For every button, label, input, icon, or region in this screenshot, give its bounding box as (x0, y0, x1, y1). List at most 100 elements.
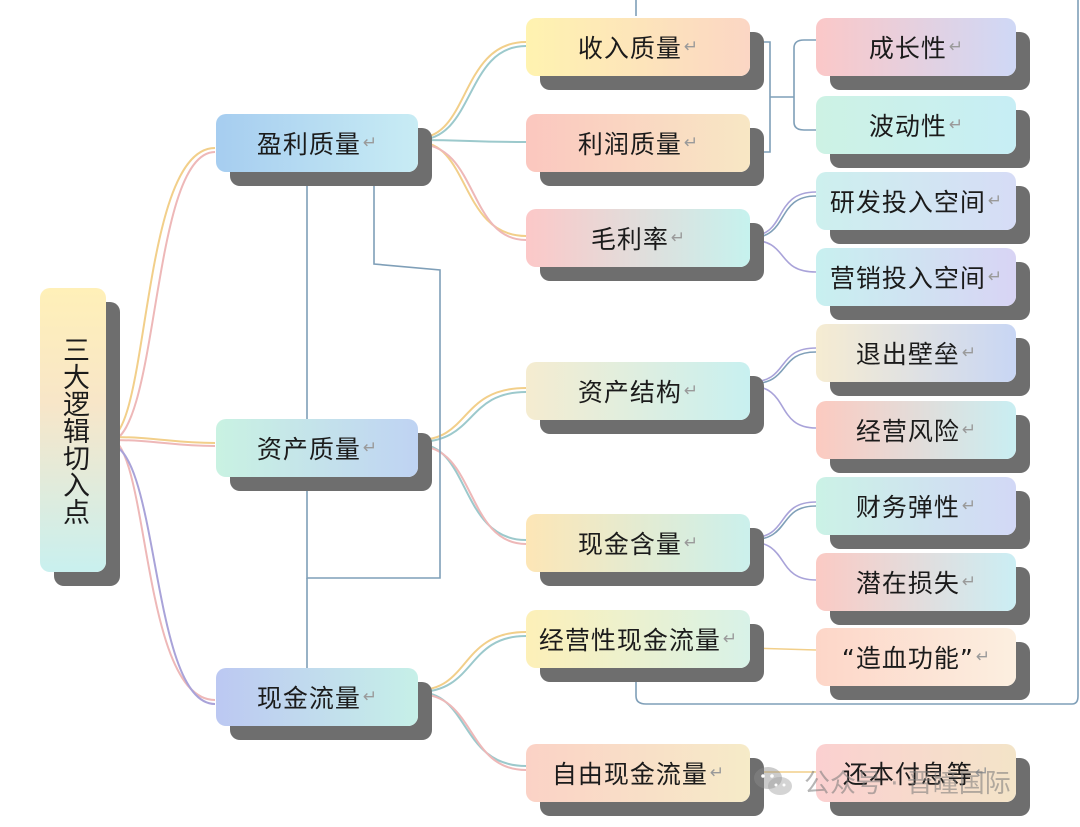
link-root-cash (107, 437, 216, 701)
return-mark-icon: ↵ (961, 496, 977, 516)
return-mark-icon: ↵ (975, 647, 991, 667)
return-mark-icon: ↵ (974, 763, 990, 783)
node-label: 波动性 (868, 112, 947, 141)
node-volatility[interactable]: 波动性 ↵ (816, 96, 1016, 154)
node-repayment[interactable]: 还本付息等 ↵ (816, 744, 1016, 802)
return-mark-icon: ↵ (362, 133, 378, 153)
watermark: 公众号 · 晋瞳国际 (752, 756, 1011, 806)
link-struct-exit (749, 347, 817, 383)
node-label: “造血功能” (841, 644, 974, 673)
node-asset-quality[interactable]: 资产质量 ↵ (216, 419, 418, 477)
return-mark-icon: ↵ (987, 267, 1003, 287)
link-gross-rnd (749, 191, 817, 237)
watermark-text: 公众号 · 晋瞳国际 (804, 768, 1011, 799)
node-cash-flow[interactable]: 现金流量 ↵ (216, 668, 418, 726)
link-root-asset (107, 436, 216, 444)
return-mark-icon: ↵ (709, 763, 725, 783)
link-profit-profitq (417, 139, 527, 143)
link-vertical-cross (306, 172, 441, 579)
node-growth[interactable]: 成长性 ↵ (816, 18, 1016, 76)
node-label: 现金含量 (577, 530, 682, 559)
node-income-quality[interactable]: 收入质量 ↵ (526, 18, 750, 76)
link-cash-opcash (417, 635, 527, 693)
return-mark-icon: ↵ (948, 37, 964, 57)
return-mark-icon: ↵ (987, 191, 1003, 211)
link-asset-struct (417, 391, 527, 443)
link-struct-exit (749, 351, 817, 385)
node-label: 研发投入空间 (829, 188, 986, 217)
node-potential-loss[interactable]: 潜在损失 ↵ (816, 553, 1016, 611)
node-label: 经营性现金流量 (538, 626, 721, 655)
node-label: 资产质量 (256, 435, 361, 464)
link-asset-cashcontent (417, 443, 527, 541)
link-cashcontent-loss (749, 541, 817, 581)
link-gross-marketing (749, 239, 817, 273)
link-asset-struct (417, 387, 527, 441)
node-label: 财务弹性 (855, 493, 960, 522)
return-mark-icon: ↵ (683, 133, 699, 153)
node-label: 收入质量 (577, 34, 682, 63)
node-label: 利润质量 (577, 130, 682, 159)
return-mark-icon: ↵ (948, 115, 964, 135)
node-label: 现金流量 (256, 684, 361, 713)
link-cash-freecash (417, 693, 527, 771)
link-bracket-income (750, 41, 771, 153)
node-free-cash-flow[interactable]: 自由现金流量 ↵ (526, 744, 750, 802)
node-label: 盈利质量 (256, 130, 361, 159)
return-mark-icon: ↵ (362, 687, 378, 707)
node-label: 自由现金流量 (551, 760, 708, 789)
link-root-profit (107, 147, 216, 439)
link-asset-cashcontent (417, 445, 527, 545)
return-mark-icon: ↵ (670, 228, 686, 248)
link-gross-rnd (749, 195, 817, 239)
link-profit-income (417, 41, 527, 139)
return-mark-icon: ↵ (362, 438, 378, 458)
link-struct-oprisk (749, 385, 817, 429)
link-root-profit (107, 151, 216, 443)
node-gross-margin[interactable]: 毛利率 ↵ (526, 209, 750, 267)
root-label: 三大逻辑切入点 (58, 335, 89, 525)
return-mark-icon: ↵ (961, 343, 977, 363)
link-right-edge (635, 0, 1079, 705)
link-opcash-blood (749, 647, 817, 651)
node-exit-barrier[interactable]: 退出壁垒 ↵ (816, 324, 1016, 382)
wechat-icon (754, 767, 792, 795)
node-label: 毛利率 (590, 225, 669, 254)
link-cash-freecash (417, 691, 527, 767)
return-mark-icon: ↵ (683, 37, 699, 57)
link-volatility (793, 97, 816, 131)
node-label: 营销投入空间 (829, 264, 986, 293)
link-cash-opcash (417, 631, 527, 691)
node-rnd-space[interactable]: 研发投入空间 ↵ (816, 172, 1016, 230)
return-mark-icon: ↵ (961, 420, 977, 440)
link-cashcontent-flex (749, 505, 817, 541)
node-label: 成长性 (868, 34, 947, 63)
node-asset-structure[interactable]: 资产结构 ↵ (526, 362, 750, 420)
link-profit-income (417, 45, 527, 141)
return-mark-icon: ↵ (683, 381, 699, 401)
return-mark-icon: ↵ (961, 572, 977, 592)
node-blood-making[interactable]: “造血功能” ↵ (816, 628, 1016, 686)
link-growth (793, 39, 816, 97)
node-profit-quality-2[interactable]: 利润质量 ↵ (526, 114, 750, 172)
node-marketing-space[interactable]: 营销投入空间 ↵ (816, 248, 1016, 306)
node-label: 经营风险 (855, 417, 960, 446)
node-financial-flexibility[interactable]: 财务弹性 ↵ (816, 477, 1016, 535)
link-root-asset (107, 439, 216, 447)
node-profit-quality[interactable]: 盈利质量 ↵ (216, 114, 418, 172)
node-operating-cash-flow[interactable]: 经营性现金流量 ↵ (526, 610, 750, 668)
link-cashcontent-flex (749, 501, 817, 539)
return-mark-icon: ↵ (722, 629, 738, 649)
node-label: 退出壁垒 (855, 340, 960, 369)
node-label: 资产结构 (577, 378, 682, 407)
link-profit-gross (417, 143, 527, 241)
node-label: 潜在损失 (855, 569, 960, 598)
link-root-cash (107, 443, 216, 705)
node-cash-content[interactable]: 现金含量 ↵ (526, 514, 750, 572)
root-node[interactable]: 三大逻辑切入点 (40, 288, 106, 572)
return-mark-icon: ↵ (683, 533, 699, 553)
node-operating-risk[interactable]: 经营风险 ↵ (816, 401, 1016, 459)
node-label: 还本付息等 (842, 760, 973, 789)
